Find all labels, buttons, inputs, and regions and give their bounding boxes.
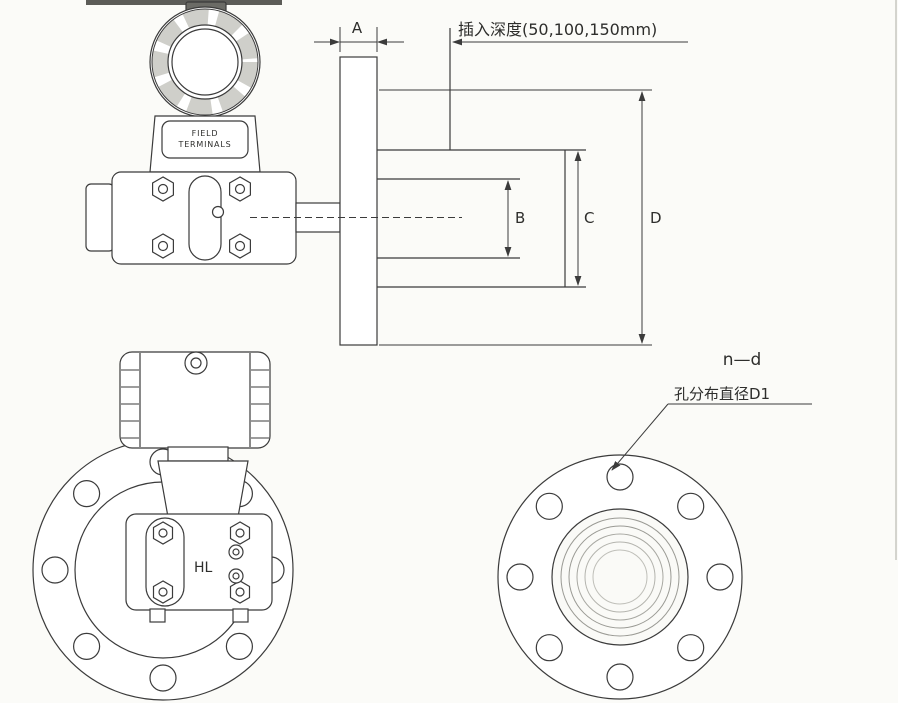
vent-valve xyxy=(228,544,244,560)
dim-a-label: A xyxy=(352,19,363,37)
hex-bolt-center xyxy=(235,528,245,538)
bolt-hole xyxy=(72,632,101,661)
diaphragm-ring xyxy=(584,541,656,613)
side-block-left xyxy=(85,183,115,252)
hex-bolt xyxy=(152,580,174,604)
diaphragm-ring xyxy=(592,549,648,605)
dimension-view: 插入深度(50,100,150mm) A B C D xyxy=(250,19,688,346)
bolt-spec-label: n—d xyxy=(723,350,762,370)
bolt-hole xyxy=(606,663,634,691)
terminal-label-line1: FIELD xyxy=(192,129,219,138)
bolt-hole xyxy=(535,492,563,520)
flange-face-view: n—d 孔分布直径D1 xyxy=(497,350,812,700)
hex-bolt-center xyxy=(157,240,169,252)
dim-d-label: D xyxy=(650,209,662,227)
hex-bolt-center xyxy=(234,183,246,195)
bolt-hole xyxy=(41,556,69,584)
bolt-hole xyxy=(535,634,563,662)
hex-bolt xyxy=(229,580,251,604)
housing-cap-knurl xyxy=(152,9,258,115)
flange-plate-section xyxy=(339,56,378,346)
terminal-cover-plate xyxy=(161,120,249,159)
mounting-bracket xyxy=(157,460,249,518)
bolt-hole xyxy=(606,463,634,491)
bottom-plug-left xyxy=(149,608,166,623)
housing-cap-face xyxy=(171,28,239,96)
raised-face-circle xyxy=(551,508,689,646)
bolt-hole xyxy=(225,632,253,661)
hex-bolt-center xyxy=(157,183,169,195)
housing-cap-ring-outer xyxy=(151,8,259,116)
bolt-hole xyxy=(677,492,705,520)
hex-bolt-center xyxy=(234,240,246,252)
drain-valve xyxy=(228,568,244,584)
scan-edge-artifact-top xyxy=(86,0,282,5)
bolt-hole-leader xyxy=(611,403,669,471)
hex-bolt-center xyxy=(158,587,168,597)
hex-bolt-center xyxy=(158,528,168,538)
diaphragm-ring xyxy=(568,525,672,629)
hex-bolt xyxy=(152,233,174,259)
hex-bolt-center xyxy=(235,587,245,597)
sensor-capsule xyxy=(188,175,222,261)
dim-b-label: B xyxy=(515,209,525,227)
insertion-depth-label: 插入深度(50,100,150mm) xyxy=(458,20,657,39)
capsule-tag xyxy=(211,205,225,219)
hex-bolt xyxy=(229,233,251,259)
cooling-ribs-right xyxy=(251,369,269,439)
housing-neck xyxy=(167,446,229,462)
hex-bolt xyxy=(152,521,174,545)
diaphragm-ring xyxy=(560,517,680,637)
transmitter-side-view: FIELD TERMINALS xyxy=(85,1,341,265)
housing-cap-ring-inner xyxy=(167,24,243,100)
dim-c-label: C xyxy=(584,209,594,227)
vent-valve-center xyxy=(232,548,240,556)
bolt-hole xyxy=(149,664,177,692)
diaphragm-ring xyxy=(576,533,664,621)
bolt-hole xyxy=(706,563,734,591)
body-mark-label: HL xyxy=(194,560,213,576)
hex-bolt xyxy=(152,176,174,202)
drain-valve-center xyxy=(232,572,240,580)
transmitter-front-view: HL xyxy=(32,351,294,701)
cooling-ribs-left xyxy=(121,369,139,439)
bolt-hole xyxy=(506,563,534,591)
bolt-circle-label: 孔分布直径D1 xyxy=(674,385,770,403)
terminal-label-line2: TERMINALS xyxy=(178,140,232,149)
bolt-hole xyxy=(677,634,705,662)
hex-bolt xyxy=(229,176,251,202)
bolt-hole xyxy=(72,480,101,508)
housing-vent-center xyxy=(190,357,202,369)
housing-vent xyxy=(184,351,208,375)
hex-bolt xyxy=(229,521,251,545)
bottom-plug-right xyxy=(232,608,249,623)
